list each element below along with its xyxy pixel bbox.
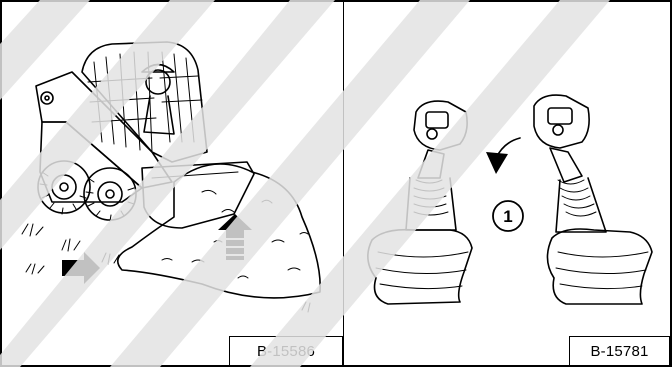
figure-reference-number: B-15781 <box>569 336 670 366</box>
figure-left-panel: B-15586 <box>0 0 344 367</box>
joystick-right-illustration <box>534 95 652 304</box>
callout-1: 1 <box>493 201 523 231</box>
tilt-arrow-icon <box>486 138 520 174</box>
svg-text:1: 1 <box>503 207 512 226</box>
joystick-illustration: 1 <box>344 2 671 365</box>
forward-arrow-icon <box>62 252 100 284</box>
up-arrow-icon <box>218 214 252 260</box>
joystick-left-illustration <box>368 101 472 304</box>
figure-right-panel: 1 B-15781 <box>343 0 672 367</box>
figure-reference-number: B-15586 <box>229 336 343 366</box>
skid-steer-loader-illustration <box>2 2 342 365</box>
